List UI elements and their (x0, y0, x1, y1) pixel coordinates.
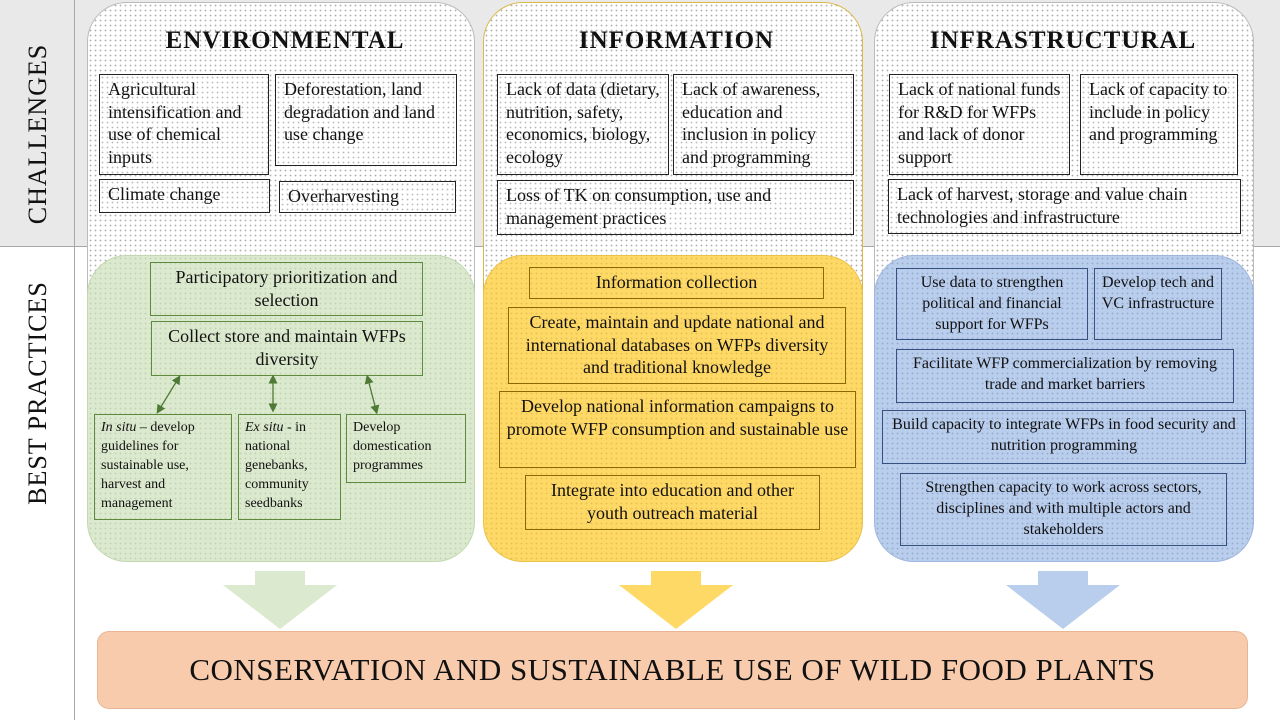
practice-box: Use data to strengthen political and fin… (896, 268, 1088, 340)
practice-box: Develop national information campaigns t… (499, 391, 856, 468)
challenge-box: Lack of capacity to include in policy an… (1080, 74, 1238, 175)
challenge-box: Loss of TK on consumption, use and manag… (497, 180, 854, 235)
in-situ-text: – develop guidelines for sustainable use… (101, 420, 195, 511)
practice-box: Create, maintain and update national and… (508, 307, 846, 384)
information-title: INFORMATION (578, 27, 775, 54)
practice-box: Information collection (529, 267, 824, 299)
arrow-domestication (364, 374, 380, 415)
challenge-box: Climate change (99, 179, 270, 213)
information-down-arrow (619, 571, 733, 629)
challenge-box: Lack of awareness, education and inclusi… (673, 74, 854, 175)
challenge-box: Lack of harvest, storage and value chain… (888, 179, 1241, 234)
practice-box-domestication: Develop domestication programmes (346, 414, 466, 483)
ex-situ-term: Ex situ (245, 420, 284, 435)
infrastructural-title: INFRASTRUCTURAL (929, 27, 1197, 54)
side-divider (74, 0, 75, 720)
challenge-box: Lack of national funds for R&D for WFPs … (889, 74, 1070, 175)
connector-arrows (156, 374, 380, 415)
challenge-box: Overharvesting (279, 181, 456, 213)
infrastructural-practices-panel (874, 255, 1254, 562)
practice-box: Strengthen capacity to work across secto… (900, 473, 1227, 546)
environmental-down-arrow (223, 571, 337, 629)
ex-situ-text: - in national genebanks, community seedb… (245, 420, 309, 511)
practice-box: Facilitate WFP commercialization by remo… (896, 349, 1234, 403)
practice-box: Participatory prioritization and selecti… (150, 262, 423, 316)
in-situ-term: In situ (101, 420, 137, 435)
practice-box: Develop tech and VC infrastructure (1094, 268, 1222, 340)
challenge-box: Lack of data (dietary, nutrition, safety… (497, 74, 669, 175)
arrow-in-situ (156, 375, 181, 414)
environmental-title: ENVIRONMENTAL (165, 27, 405, 54)
practice-box-ex-situ: Ex situ - in national genebanks, communi… (238, 414, 341, 520)
practice-box: Integrate into education and other youth… (525, 475, 820, 530)
challenge-box: Deforestation, land degradation and land… (275, 74, 457, 166)
infrastructural-down-arrow (1006, 571, 1120, 629)
outcome-banner: CONSERVATION AND SUSTAINABLE USE OF WILD… (97, 631, 1248, 709)
environmental-practices-panel (87, 255, 475, 562)
challenge-box: Agricultural intensification and use of … (99, 74, 269, 175)
practice-box: Collect store and maintain WFPs diversit… (151, 321, 423, 376)
challenges-label: CHALLENGES (23, 43, 52, 225)
information-practices-panel (483, 255, 863, 562)
practice-box-in-situ: In situ – develop guidelines for sustain… (94, 414, 232, 520)
practice-box: Build capacity to integrate WFPs in food… (882, 410, 1246, 464)
best-practices-label: BEST PRACTICES (23, 281, 52, 505)
